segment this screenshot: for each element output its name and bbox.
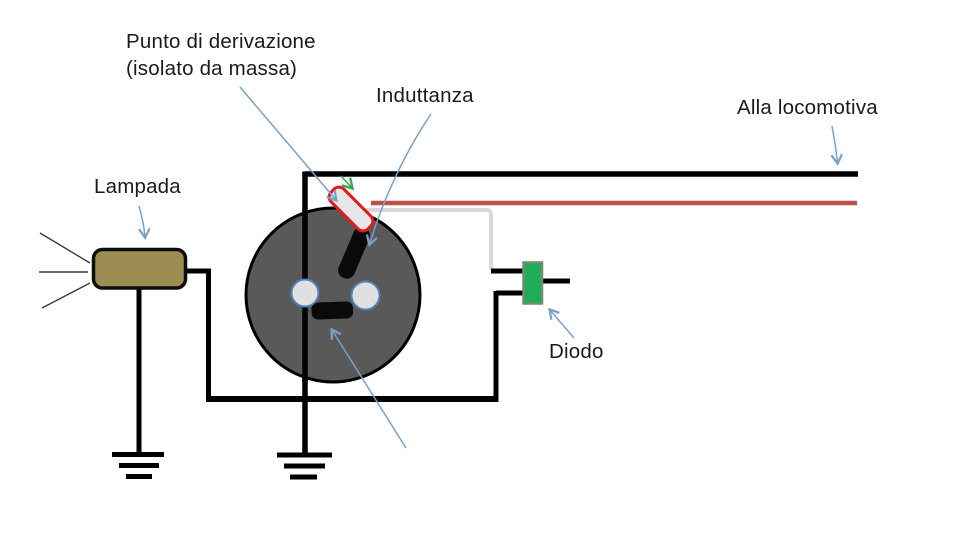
label-tap-point-line2: (isolato da massa) — [126, 57, 298, 80]
callout-arrow-bottom-bar — [330, 327, 407, 449]
label-tap-point: Punto di derivazione (isolato da massa) — [126, 28, 316, 82]
lamp-body — [91, 247, 188, 290]
plug-body-circle — [244, 206, 422, 384]
callout-arrow-lamp — [138, 205, 151, 240]
label-tap-point-line1: Punto di derivazione — [126, 30, 316, 53]
callout-arrow-green-small — [340, 175, 355, 191]
lamp-ray-bottom — [41, 282, 91, 309]
inductor-bar — [338, 227, 370, 279]
ground-symbol-plug — [277, 452, 332, 480]
diode-body — [522, 261, 544, 305]
callout-arrow-tap-point — [239, 86, 338, 203]
plug-bottom-bar — [311, 301, 354, 320]
plug-hole-right — [350, 280, 381, 311]
plug-hole-left — [290, 278, 320, 308]
label-inductance: Induttanza — [376, 84, 474, 107]
lamp-ray-top — [39, 232, 91, 264]
label-diode: Diodo — [549, 340, 604, 363]
callout-arrow-diode — [548, 307, 575, 339]
callout-arrow-to-locomotive — [830, 125, 843, 166]
label-lamp: Lampada — [94, 175, 181, 198]
callout-arrow-inductance — [365, 113, 432, 247]
label-to-locomotive: Alla locomotiva — [737, 96, 878, 119]
wire-gray-tap-to-diode — [358, 208, 493, 270]
ground-symbol-lamp — [112, 452, 164, 479]
